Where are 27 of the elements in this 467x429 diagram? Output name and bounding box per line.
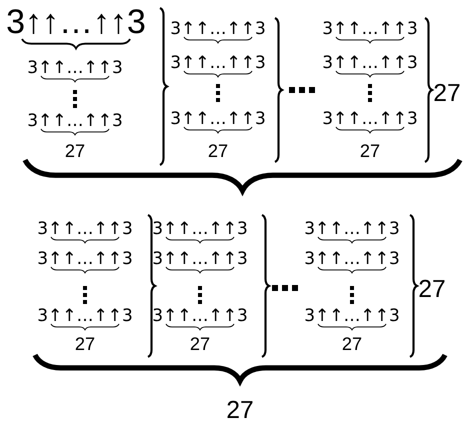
expression: 3↑↑…↑↑3 <box>172 55 264 68</box>
number-label: 27 <box>190 337 210 350</box>
number-label: 27 <box>228 400 252 418</box>
expression: 3↑↑…↑↑3 <box>306 308 398 322</box>
number-label: 27 <box>208 144 228 157</box>
expression: 3↑↑…↑↑3 <box>154 308 246 322</box>
expression: 3↑↑…↑↑3 <box>7 9 144 34</box>
expression: 3↑↑…↑↑3 <box>28 60 122 74</box>
number-label: 27 <box>342 337 362 350</box>
expression: 3↑↑…↑↑3 <box>324 21 416 34</box>
expression: 3↑↑…↑↑3 <box>28 113 122 126</box>
number-label: 27 <box>76 337 94 350</box>
expression: 3↑↑…↑↑3 <box>154 221 246 234</box>
expression: 3↑↑…↑↑3 <box>324 55 416 68</box>
number-label: 27 <box>434 84 460 101</box>
expression: 3↑↑…↑↑3 <box>38 221 132 234</box>
expression: 3↑↑…↑↑3 <box>38 251 132 264</box>
expression: 3↑↑…↑↑3 <box>154 251 246 264</box>
expression: 3↑↑…↑↑3 <box>306 221 398 234</box>
expression: 3↑↑…↑↑3 <box>324 111 416 124</box>
expression: 3↑↑…↑↑3 <box>38 308 132 322</box>
number-label: 27 <box>360 144 380 157</box>
number-label: 27 <box>420 280 444 297</box>
expression: 3↑↑…↑↑3 <box>172 21 264 34</box>
expression: 3↑↑…↑↑3 <box>172 111 264 124</box>
expression: 3↑↑…↑↑3 <box>306 251 398 264</box>
number-label: 27 <box>66 144 84 157</box>
